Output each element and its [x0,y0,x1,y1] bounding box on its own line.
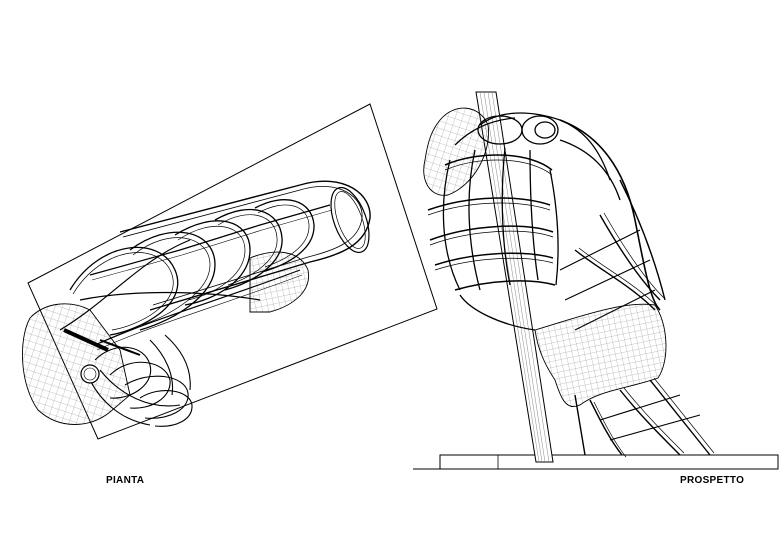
plan-forearm-outline [119,180,371,311]
elevation-view-drawing [413,91,779,470]
plan-mesh-face [22,303,131,425]
plan-view-label: PIANTA [106,475,145,486]
plan-pole-section [80,364,100,384]
elevation-mesh-thumb [423,107,490,196]
elevation-base-plate [439,454,779,470]
elevation-mesh-cuff [534,303,667,407]
elevation-view-label: PROSPETTO [680,475,745,486]
elevation-hand-outline [559,119,661,311]
elevation-pole [475,91,554,463]
plan-view-drawing [22,103,438,440]
